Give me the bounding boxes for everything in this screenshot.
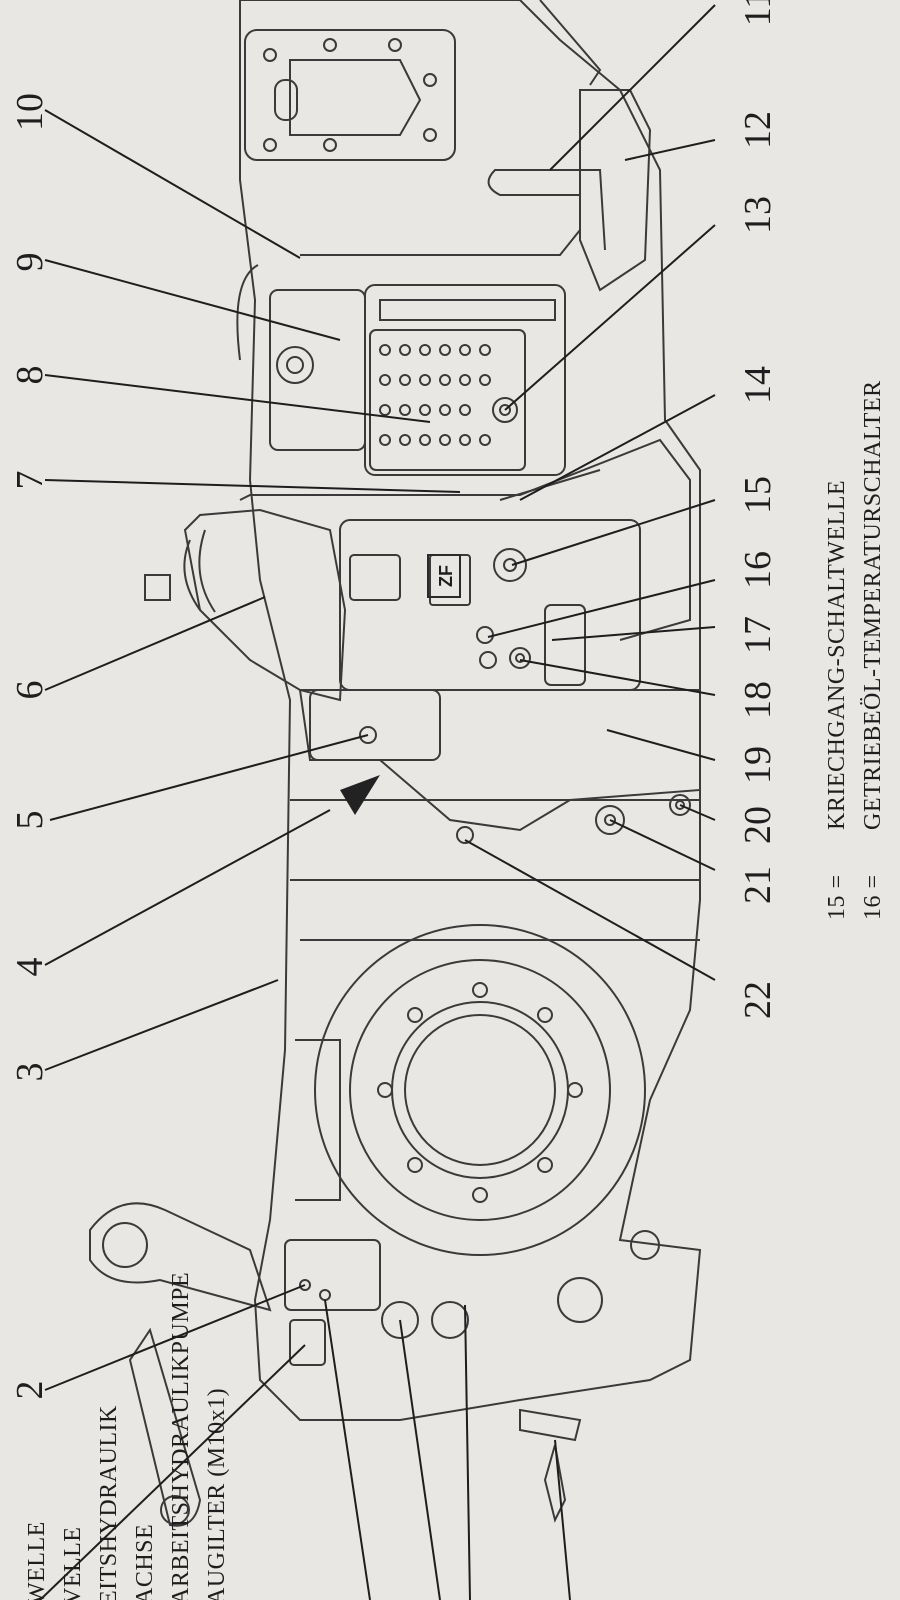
callout-8: 8 [9, 366, 51, 385]
legend-left-line-4: ACHSE [132, 1524, 158, 1600]
transmission-drawing [89, 0, 702, 1527]
valve-ports [379, 344, 491, 446]
callout-2: 2 [9, 1381, 51, 1400]
zf-logo: ZF [436, 565, 456, 587]
legend-right-text-15: KRIECHGANG-SCHALTWELLE [824, 480, 850, 830]
callout-22: 22 [737, 981, 779, 1019]
legend-left-line-6: AUGILTER (M10x1) [204, 1388, 230, 1600]
callout-4: 4 [9, 958, 51, 977]
callout-13: 13 [737, 196, 779, 234]
callout-14: 14 [737, 366, 779, 404]
leader-lines [39, 4, 716, 1600]
callout-7: 7 [9, 471, 51, 490]
legend-left-line-1: WELLE [24, 1521, 50, 1600]
legend-left-line-2: VELLE [60, 1527, 86, 1600]
callout-10: 10 [9, 93, 51, 131]
callout-12: 12 [737, 111, 779, 149]
legend-right-text-16: GETRIEBEÖL-TEMPERATURSCHALTER [860, 380, 886, 830]
callout-numbers: 2 3 4 5 6 7 8 9 10 11 12 13 14 15 16 17 … [9, 0, 779, 1400]
callout-20: 20 [737, 806, 779, 844]
callout-17: 17 [737, 616, 779, 654]
legend-right-num-15: 15 = [824, 874, 850, 920]
callout-11: 11 [737, 0, 779, 26]
callout-3: 3 [9, 1063, 51, 1082]
callout-18: 18 [737, 681, 779, 719]
direction-arrow [340, 775, 380, 815]
callout-15: 15 [737, 476, 779, 514]
flange-bolts [377, 982, 583, 1203]
legend-right-num-16: 16 = [860, 874, 886, 920]
callout-16: 16 [737, 551, 779, 589]
callout-19: 19 [737, 746, 779, 784]
zf-logo-box [427, 554, 461, 598]
callout-5: 5 [9, 811, 51, 830]
callout-21: 21 [737, 866, 779, 904]
legend-right: 15 = KRIECHGANG-SCHALTWELLE 16 = GETRIEB… [824, 380, 886, 920]
callout-9: 9 [9, 253, 51, 272]
legend-left: WELLE VELLE EITSHYDRAULIK ACHSE ARBEITSH… [24, 1272, 230, 1600]
legend-left-line-3: EITSHYDRAULIK [96, 1405, 122, 1600]
callout-6: 6 [9, 681, 51, 700]
legend-left-line-5: ARBEITSHYDRAULIKPUMPE [168, 1272, 194, 1600]
